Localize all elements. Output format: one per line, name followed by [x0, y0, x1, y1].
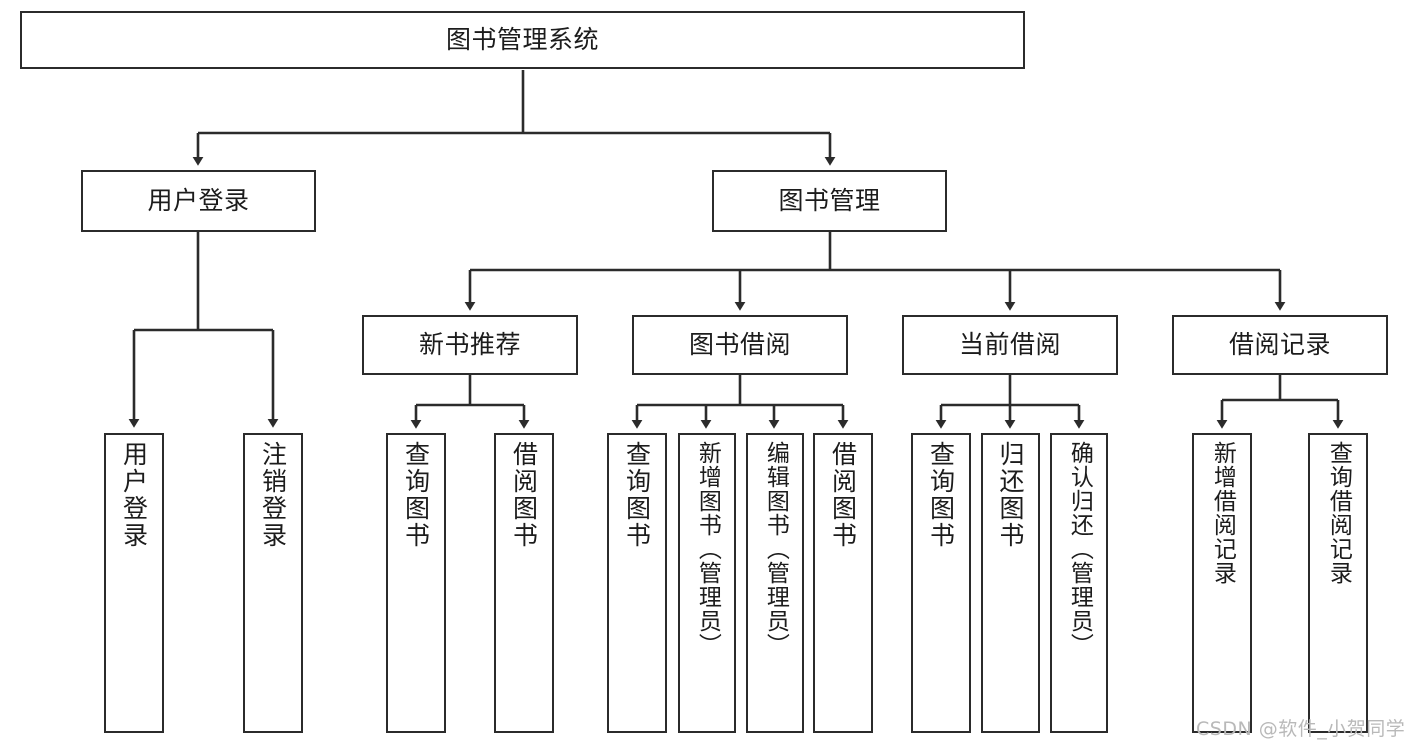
- leaf-add-book-admin-label: 新增图书（管理员）: [694, 441, 721, 657]
- leaf-query-borrow-record[interactable]: 查询借阅记录: [1308, 433, 1368, 733]
- leaf-return-book-label: 归还图书: [996, 441, 1025, 549]
- node-borrow-record[interactable]: 借阅记录: [1172, 315, 1388, 375]
- leaf-query-borrow-record-label: 查询借阅记录: [1325, 441, 1352, 585]
- leaf-new-book-borrow-label: 借阅图书: [509, 441, 539, 549]
- leaf-edit-book-admin-label: 编辑图书（管理员）: [762, 441, 789, 657]
- node-user-login[interactable]: 用户登录: [81, 170, 316, 232]
- node-new-book-recommend-label: 新书推荐: [418, 329, 521, 359]
- node-new-book-recommend[interactable]: 新书推荐: [362, 315, 578, 375]
- node-current-borrow-label: 当前借阅: [958, 329, 1061, 359]
- leaf-new-book-query[interactable]: 查询图书: [386, 433, 446, 733]
- leaf-logout-label: 注销登录: [258, 441, 288, 549]
- leaf-add-borrow-record-label: 新增借阅记录: [1209, 441, 1236, 585]
- leaf-user-login[interactable]: 用户登录: [104, 433, 164, 733]
- leaf-borrow-query-book[interactable]: 查询图书: [607, 433, 667, 733]
- node-root[interactable]: 图书管理系统: [20, 11, 1025, 69]
- node-borrow-record-label: 借阅记录: [1228, 329, 1331, 359]
- node-user-login-label: 用户登录: [147, 185, 250, 215]
- leaf-confirm-return-admin-label: 确认归还（管理员）: [1066, 441, 1093, 657]
- csdn-watermark: CSDN @软件_小贺同学: [1196, 718, 1405, 740]
- leaf-user-login-label: 用户登录: [119, 441, 149, 549]
- node-current-borrow[interactable]: 当前借阅: [902, 315, 1118, 375]
- node-book-management[interactable]: 图书管理: [712, 170, 947, 232]
- leaf-borrow-book[interactable]: 借阅图书: [813, 433, 873, 733]
- leaf-borrow-book-label: 借阅图书: [828, 441, 858, 549]
- leaf-logout[interactable]: 注销登录: [243, 433, 303, 733]
- leaf-new-book-borrow[interactable]: 借阅图书: [494, 433, 554, 733]
- node-root-label: 图书管理系统: [445, 24, 599, 54]
- node-book-management-label: 图书管理: [778, 185, 881, 215]
- leaf-current-query-book[interactable]: 查询图书: [911, 433, 971, 733]
- leaf-borrow-query-book-label: 查询图书: [622, 441, 652, 549]
- leaf-new-book-query-label: 查询图书: [401, 441, 431, 549]
- leaf-return-book[interactable]: 归还图书: [981, 433, 1040, 733]
- leaf-current-query-book-label: 查询图书: [926, 441, 956, 549]
- leaf-add-borrow-record[interactable]: 新增借阅记录: [1192, 433, 1252, 733]
- leaf-add-book-admin[interactable]: 新增图书（管理员）: [678, 433, 736, 733]
- node-book-borrow[interactable]: 图书借阅: [632, 315, 848, 375]
- node-book-borrow-label: 图书借阅: [688, 329, 791, 359]
- leaf-edit-book-admin[interactable]: 编辑图书（管理员）: [746, 433, 804, 733]
- leaf-confirm-return-admin[interactable]: 确认归还（管理员）: [1050, 433, 1108, 733]
